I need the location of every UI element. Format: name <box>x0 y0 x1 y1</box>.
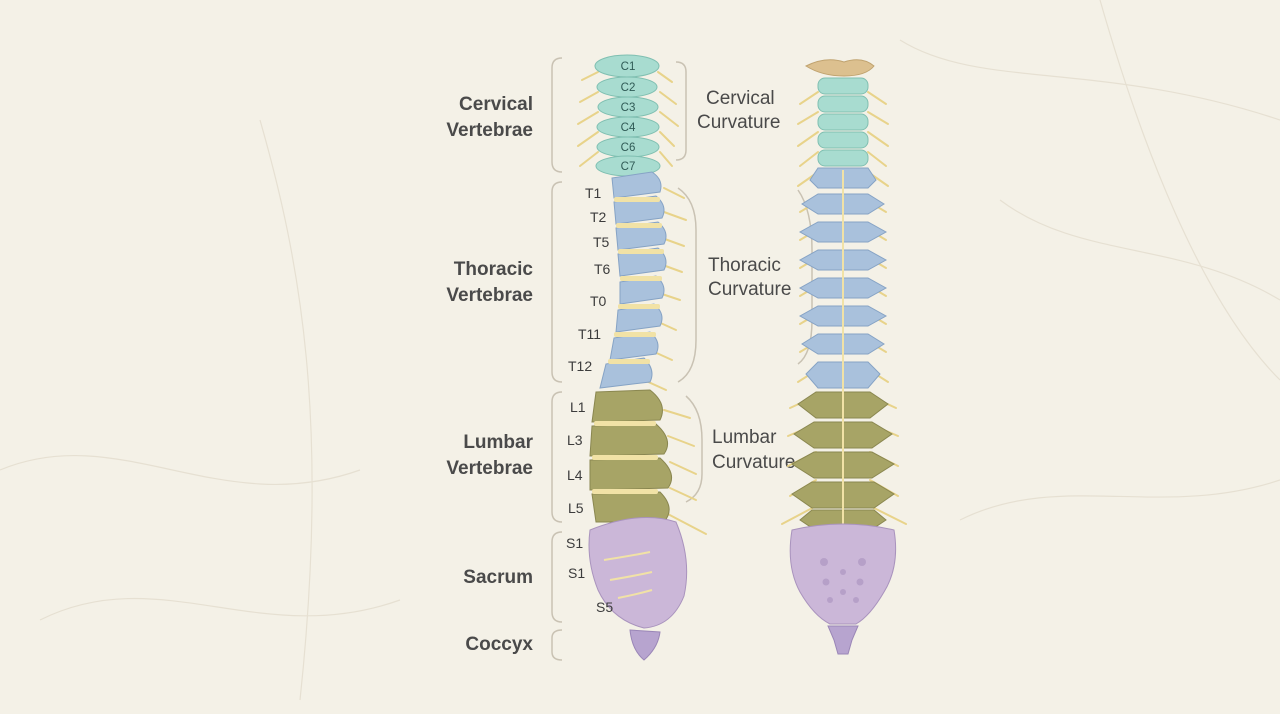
region-label-cervical-line2: Vertebrae <box>446 120 533 141</box>
bracket-lumbar <box>552 392 562 522</box>
curvature-label-cervical-line1: Cervical <box>706 88 775 109</box>
vertebra-label-t1: T1 <box>585 185 602 201</box>
curvature-label-cervical-line2: Curvature <box>697 112 780 133</box>
vertebra-label-l5: L5 <box>568 500 584 516</box>
lateral-spine <box>578 55 706 660</box>
region-label-coccyx: Coccyx <box>465 634 533 655</box>
region-label-cervical-line1: Cervical <box>459 94 533 115</box>
region-label-thoracic-line2: Vertebrae <box>446 285 533 306</box>
vertebra-label-l4: L4 <box>567 467 583 483</box>
vertebra-label-c6: C6 <box>621 142 636 154</box>
bracket-thoracic <box>552 182 562 382</box>
bracket-sacrum <box>552 532 562 622</box>
curvature-label-lumbar-line1: Lumbar <box>712 427 777 448</box>
vertebra-label-c2: C2 <box>621 82 636 94</box>
region-label-lumbar-line1: Lumbar <box>463 432 533 453</box>
vertebra-label-t6: T6 <box>594 261 611 277</box>
region-brackets <box>552 58 562 660</box>
lumbar-labels: L1 L3 L4 L5 <box>567 399 586 516</box>
skull-base <box>806 60 874 76</box>
bracket-posterior-thoracic <box>798 190 812 364</box>
vertebra-label-s1: S1 <box>566 535 583 551</box>
vertebra-label-t12: T12 <box>568 358 592 374</box>
vertebra-label-t0: T0 <box>590 293 607 309</box>
curvature-labels: Cervical Curvature Thoracic Curvature Lu… <box>697 88 795 473</box>
vertebra-label-c4: C4 <box>621 122 636 134</box>
bracket-cervical-curvature <box>676 62 686 160</box>
region-label-sacrum: Sacrum <box>463 567 533 588</box>
bracket-cervical <box>552 58 562 172</box>
vertebra-label-t11: T11 <box>578 326 601 342</box>
cervical-vertebrae-posterior <box>818 78 868 166</box>
bracket-lumbar-curvature <box>686 396 702 502</box>
vertebra-label-c1: C1 <box>621 61 636 73</box>
vertebra-label-s5: S5 <box>596 599 613 615</box>
vertebra-label-t2: T2 <box>590 209 607 225</box>
curvature-label-thoracic-line2: Curvature <box>708 279 791 300</box>
vertebra-label-l1: L1 <box>570 399 586 415</box>
vertebra-label-c3: C3 <box>621 102 636 114</box>
vertebra-label-t5: T5 <box>593 234 610 250</box>
vertebra-label-s1-second: S1 <box>568 565 585 581</box>
cervical-vertebrae-lateral <box>595 55 660 176</box>
region-label-thoracic-line1: Thoracic <box>454 259 534 280</box>
vertebra-label-c7: C7 <box>621 161 636 173</box>
coccyx-lateral <box>630 630 660 660</box>
curvature-label-lumbar-line2: Curvature <box>712 452 795 473</box>
coccyx-posterior <box>828 626 858 654</box>
vertebra-label-l3: L3 <box>567 432 583 448</box>
region-label-lumbar-line2: Vertebrae <box>446 458 533 479</box>
curvature-label-thoracic-line1: Thoracic <box>708 255 781 276</box>
bracket-coccyx <box>552 630 562 660</box>
thoracic-labels: T1 T2 T5 T6 T0 T11 T12 <box>568 185 611 374</box>
posterior-spine <box>782 60 906 654</box>
region-labels: Cervical Vertebrae Thoracic Vertebrae Lu… <box>446 94 533 655</box>
